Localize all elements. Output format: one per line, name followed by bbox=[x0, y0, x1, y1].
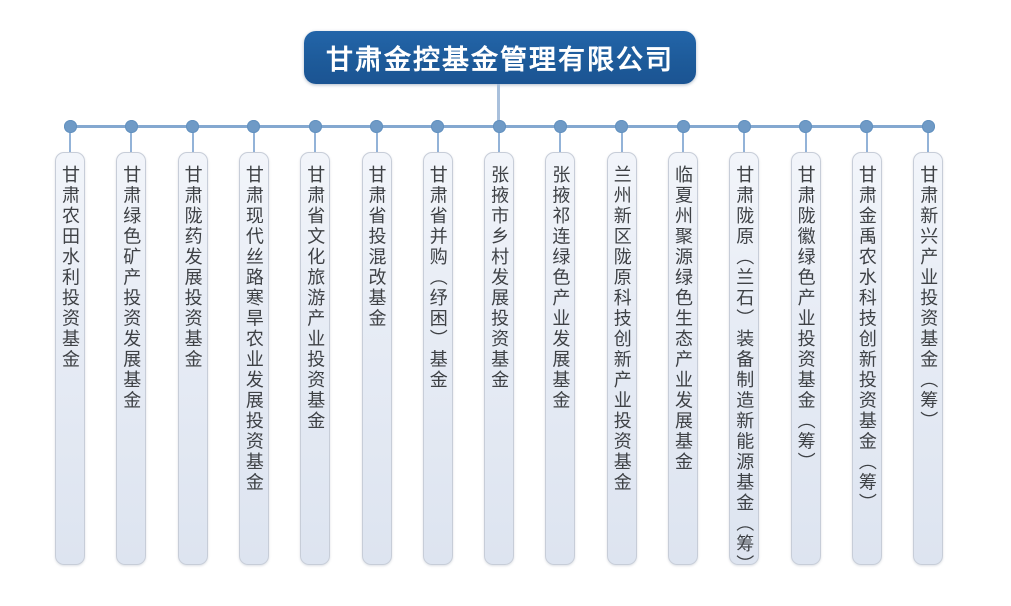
fund-node: 甘肃省并购（纾困）基金 bbox=[422, 152, 453, 565]
connector-stub-line bbox=[498, 133, 501, 152]
connector-dot bbox=[676, 120, 690, 133]
connector-stub-line bbox=[620, 133, 623, 152]
connector-dot bbox=[124, 120, 138, 133]
fund-node-label: 甘肃陇药发展投资基金 bbox=[182, 165, 203, 370]
fund-column: 张掖市乡村发展投资基金 bbox=[484, 120, 515, 565]
connector-stub-line bbox=[865, 133, 868, 152]
fund-column: 甘肃陇药发展投资基金 bbox=[177, 120, 208, 565]
connector-dot bbox=[308, 120, 322, 133]
fund-node-label: 甘肃省文化旅游产业投资基金 bbox=[305, 165, 326, 432]
fund-column: 甘肃陇原（兰石）装备制造新能源基金（筹） bbox=[729, 120, 760, 575]
fund-node-label: 甘肃省并购（纾困）基金 bbox=[427, 165, 448, 391]
fund-column: 临夏州聚源绿色生态产业发展基金 bbox=[668, 120, 698, 565]
connector-stub-line bbox=[314, 133, 317, 152]
fund-node-label: 甘肃现代丝路寒旱农业发展投资基金 bbox=[243, 165, 264, 493]
root-node-label: 甘肃金控基金管理有限公司 bbox=[326, 45, 674, 75]
fund-node: 甘肃金禹农水科技创新投资基金（筹） bbox=[851, 152, 882, 565]
connector-dot bbox=[921, 120, 935, 133]
connector-stub-line bbox=[69, 133, 71, 152]
root-node: 甘肃金控基金管理有限公司 bbox=[304, 31, 696, 84]
connector-dot bbox=[370, 120, 383, 133]
connector-dot bbox=[799, 120, 813, 133]
fund-node-label: 临夏州聚源绿色生态产业发展基金 bbox=[673, 165, 693, 473]
connector-stub-line bbox=[375, 133, 378, 152]
fund-node: 甘肃绿色矿产投资发展基金 bbox=[116, 152, 147, 565]
connector-stub-line bbox=[559, 133, 562, 152]
fund-column: 甘肃省并购（纾困）基金 bbox=[422, 120, 453, 565]
fund-node: 甘肃新兴产业投资基金（筹） bbox=[913, 152, 944, 565]
fund-node-label: 甘肃陇原（兰石）装备制造新能源基金（筹） bbox=[734, 165, 755, 575]
connector-dot bbox=[492, 120, 506, 133]
connector-dot bbox=[615, 120, 629, 133]
connector-dot bbox=[553, 120, 567, 133]
fund-node: 甘肃陇徽绿色产业投资基金（筹） bbox=[790, 152, 821, 565]
fund-column: 甘肃农田水利投资基金 bbox=[55, 120, 85, 565]
fund-column: 兰州新区陇原科技创新产业投资基金 bbox=[606, 120, 637, 565]
fund-column: 甘肃陇徽绿色产业投资基金（筹） bbox=[790, 120, 821, 565]
connector-stub-line bbox=[130, 133, 133, 152]
connector-stub-line bbox=[682, 133, 684, 152]
connector-dot bbox=[860, 120, 874, 133]
fund-node-label: 甘肃陇徽绿色产业投资基金（筹） bbox=[795, 165, 816, 473]
fund-node-label: 张掖市乡村发展投资基金 bbox=[489, 165, 510, 391]
connector-stub-line bbox=[804, 133, 807, 152]
fund-column: 甘肃绿色矿产投资发展基金 bbox=[116, 120, 147, 565]
connector-stub-line bbox=[927, 133, 930, 152]
fund-node-label: 兰州新区陇原科技创新产业投资基金 bbox=[611, 165, 632, 493]
fund-node: 甘肃农田水利投资基金 bbox=[55, 152, 85, 565]
connector-stub-line bbox=[436, 133, 439, 152]
root-connector-line bbox=[497, 84, 500, 127]
fund-node: 甘肃现代丝路寒旱农业发展投资基金 bbox=[238, 152, 269, 565]
fund-column: 甘肃省文化旅游产业投资基金 bbox=[300, 120, 331, 565]
connector-dot bbox=[247, 120, 261, 133]
fund-column: 张掖祁连绿色产业发展基金 bbox=[545, 120, 576, 565]
fund-column: 甘肃新兴产业投资基金（筹） bbox=[913, 120, 944, 565]
fund-node: 甘肃省文化旅游产业投资基金 bbox=[300, 152, 331, 565]
fund-node-label: 甘肃农田水利投资基金 bbox=[60, 165, 80, 370]
connector-dot bbox=[186, 120, 200, 133]
fund-node-label: 甘肃绿色矿产投资发展基金 bbox=[121, 165, 142, 411]
fund-column: 甘肃金禹农水科技创新投资基金（筹） bbox=[851, 120, 882, 565]
connector-stub-line bbox=[743, 133, 746, 152]
fund-column: 甘肃省投混改基金 bbox=[361, 120, 392, 565]
fund-node-label: 甘肃金禹农水科技创新投资基金（筹） bbox=[856, 165, 877, 514]
fund-node: 兰州新区陇原科技创新产业投资基金 bbox=[606, 152, 637, 565]
connector-stub-line bbox=[191, 133, 194, 152]
fund-column: 甘肃现代丝路寒旱农业发展投资基金 bbox=[238, 120, 269, 565]
connector-dot bbox=[63, 120, 77, 133]
fund-node: 张掖市乡村发展投资基金 bbox=[484, 152, 515, 565]
fund-node: 甘肃陇原（兰石）装备制造新能源基金（筹） bbox=[729, 152, 760, 575]
fund-node: 张掖祁连绿色产业发展基金 bbox=[545, 152, 576, 565]
fund-node: 甘肃省投混改基金 bbox=[361, 152, 392, 565]
fund-node: 甘肃陇药发展投资基金 bbox=[177, 152, 208, 565]
connector-dot bbox=[431, 120, 445, 133]
fund-node: 临夏州聚源绿色生态产业发展基金 bbox=[668, 152, 698, 565]
connector-dot bbox=[737, 120, 751, 133]
fund-node-label: 张掖祁连绿色产业发展基金 bbox=[550, 165, 571, 411]
fund-node-label: 甘肃新兴产业投资基金（筹） bbox=[918, 165, 939, 432]
fund-node-label: 甘肃省投混改基金 bbox=[366, 165, 387, 329]
connector-stub-line bbox=[252, 133, 255, 152]
